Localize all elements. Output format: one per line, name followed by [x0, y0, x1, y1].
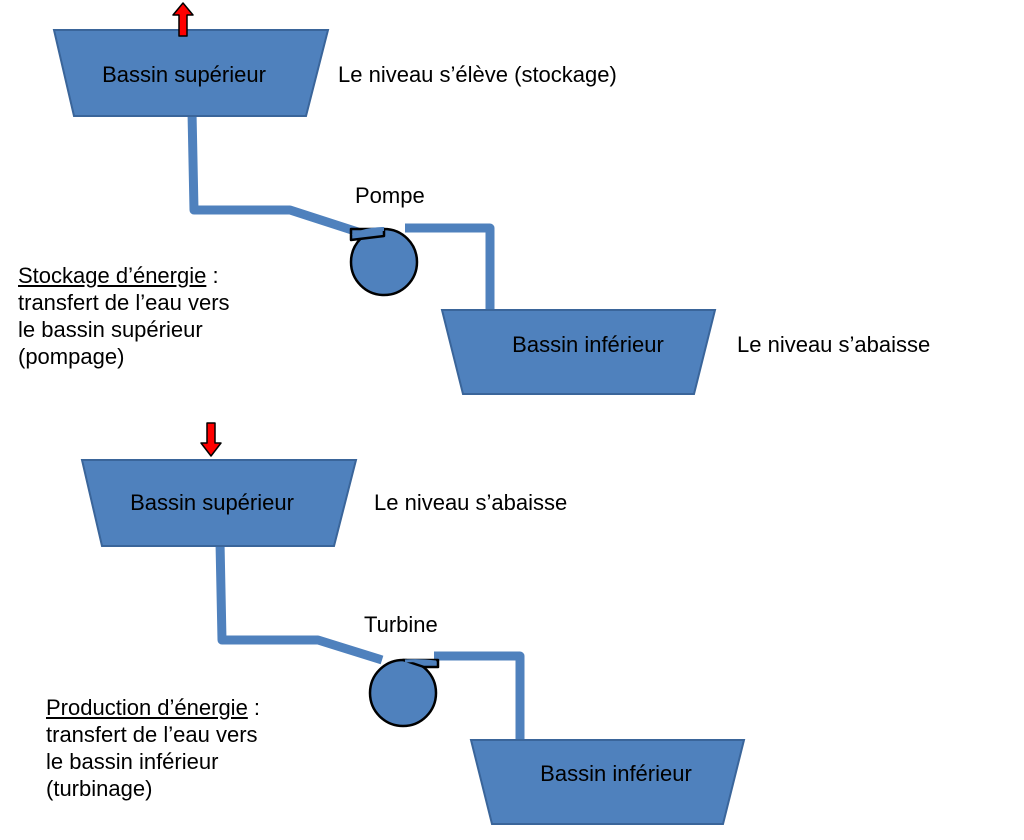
storage-machine-label: Pompe	[355, 183, 425, 208]
production-section: Bassin supérieur Le niveau s’abaisse Tur…	[80, 422, 746, 825]
storage-lower-level-text: Le niveau s’abaisse	[737, 332, 930, 357]
production-pipe-outlet	[434, 651, 525, 742]
production-lower-basin-label: Bassin inférieur	[540, 761, 692, 786]
storage-description: Stockage d’énergie : transfert de l’eau …	[18, 262, 230, 370]
storage-section: Bassin supérieur Le niveau s’élève (stoc…	[52, 2, 930, 395]
production-description-line: le bassin inférieur	[46, 749, 219, 774]
production-upper-basin-label: Bassin supérieur	[130, 490, 294, 515]
production-machine-label: Turbine	[364, 612, 438, 637]
storage-lower-basin	[440, 309, 717, 395]
storage-upper-level-text: Le niveau s’élève (stockage)	[338, 62, 617, 87]
storage-upper-basin-label: Bassin supérieur	[102, 62, 266, 87]
storage-description-title: Stockage d’énergie	[18, 263, 207, 288]
storage-description-title-line: Stockage d’énergie :	[18, 262, 230, 289]
storage-description-line: transfert de l’eau vers	[18, 290, 230, 315]
storage-upper-basin	[52, 29, 330, 117]
production-description-title: Production d’énergie	[46, 695, 248, 720]
storage-lower-basin-label: Bassin inférieur	[512, 332, 664, 357]
storage-description-colon: :	[206, 263, 219, 288]
storage-level-arrow-up-icon	[172, 2, 194, 37]
storage-pipe-outlet	[405, 223, 495, 312]
production-upper-level-text: Le niveau s’abaisse	[374, 490, 567, 515]
production-description: Production d’énergie : transfert de l’ea…	[46, 694, 260, 802]
production-description-line: transfert de l’eau vers	[46, 722, 258, 747]
production-lower-basin	[469, 739, 746, 825]
production-upper-basin	[80, 459, 358, 547]
production-description-line: (turbinage)	[46, 776, 153, 801]
production-pipe	[215, 541, 384, 665]
production-level-arrow-down-icon	[200, 422, 222, 457]
production-description-colon: :	[247, 695, 261, 720]
storage-pipe	[187, 111, 360, 237]
pump-icon	[349, 227, 419, 297]
turbine-icon	[368, 658, 440, 728]
production-description-title-line: Production d’énergie :	[46, 694, 260, 721]
storage-description-line: le bassin supérieur	[18, 317, 203, 342]
storage-description-line: (pompage)	[18, 344, 125, 369]
